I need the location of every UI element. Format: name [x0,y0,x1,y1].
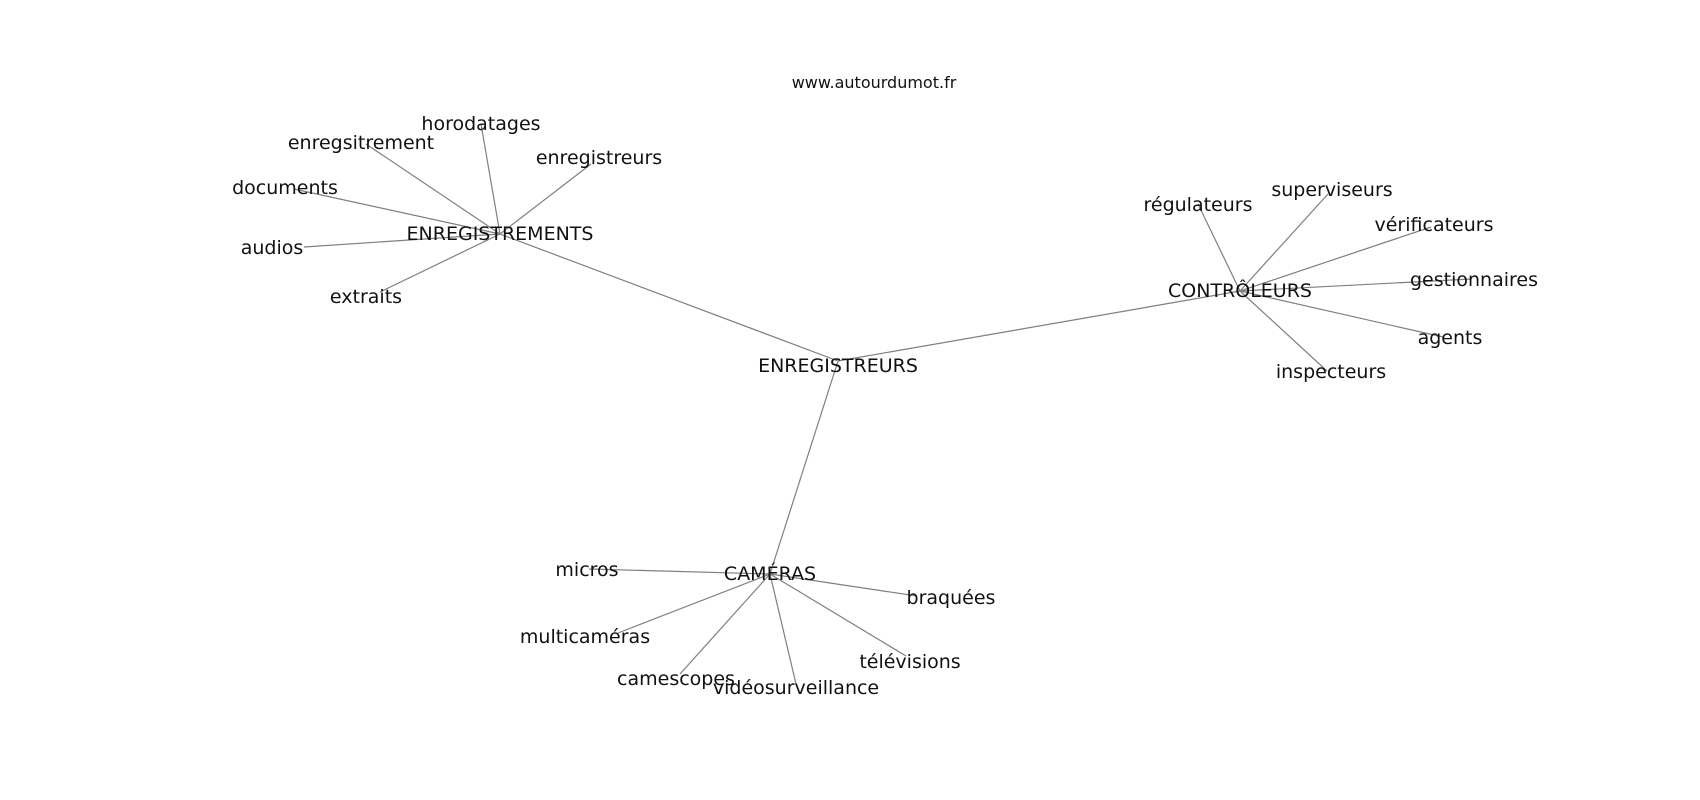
node-label-régulateurs: régulateurs [1144,194,1253,216]
node-label-contrôleurs: CONTRÔLEURS [1168,278,1312,302]
node-label-superviseurs: superviseurs [1271,179,1392,201]
node-label-camescopes: camescopes [617,668,735,690]
edge-caméras-micros [588,568,771,575]
edge-contrôleurs-vérificateurs [1239,226,1432,292]
node-label-enregistreurs: enregistreurs [536,147,662,169]
edges-layer [293,123,1472,685]
node-label-audios: audios [241,237,304,259]
node-label-agents: agents [1418,327,1483,349]
edge-contrôleurs-agents [1239,290,1444,338]
edge-caméras-braquées [769,573,918,597]
node-label-enregistreurs: ENREGISTREURS [758,355,918,377]
node-label-extraits: extraits [330,286,402,308]
edge-caméras-télévisions [769,573,907,657]
edge-caméras-multicaméras [617,573,771,634]
edge-enregistrements-horodatages [480,123,501,235]
node-label-micros: micros [555,559,618,581]
edge-contrôleurs-inspecteurs [1239,290,1328,372]
node-label-braquées: braquées [907,587,996,609]
edge-enregistrements-documents [293,188,501,235]
edge-enregistreurs-enregistrements [499,233,839,362]
node-label-documents: documents [232,177,338,199]
node-label-vidéosurveillance: vidéosurveillance [713,677,879,699]
edge-contrôleurs-superviseurs [1239,193,1329,292]
node-label-horodatages: horodatages [421,113,540,135]
node-label-enregsitrement: enregsitrement [288,132,434,154]
node-label-télévisions: télévisions [859,651,960,673]
edge-enregistrements-enregsitrement [365,143,501,235]
edge-enregistrements-extraits [379,233,501,293]
node-label-caméras: CAMÉRAS [724,562,816,585]
node-label-multicaméras: multicaméras [520,626,650,648]
node-label-gestionnaires: gestionnaires [1410,269,1538,291]
node-label-inspecteurs: inspecteurs [1276,361,1386,383]
site-watermark: www.autourdumot.fr [792,73,957,92]
node-label-enregistrements: ENREGISTREMENTS [407,223,594,245]
node-label-vérificateurs: vérificateurs [1375,214,1494,236]
edge-enregistreurs-contrôleurs [837,290,1241,362]
edge-enregistrements-audios [303,233,501,248]
edge-contrôleurs-régulateurs [1197,203,1241,292]
edge-contrôleurs-gestionnaires [1239,278,1472,292]
edge-caméras-vidéosurveillance [769,573,797,685]
edge-caméras-camescopes [679,573,771,675]
edge-enregistreurs-caméras [769,360,839,575]
edge-enregistrements-enregistreurs [499,163,592,235]
labels-layer: ENREGISTREURS ENREGISTREMENTS CONTRÔLEURS C… [232,113,1538,699]
